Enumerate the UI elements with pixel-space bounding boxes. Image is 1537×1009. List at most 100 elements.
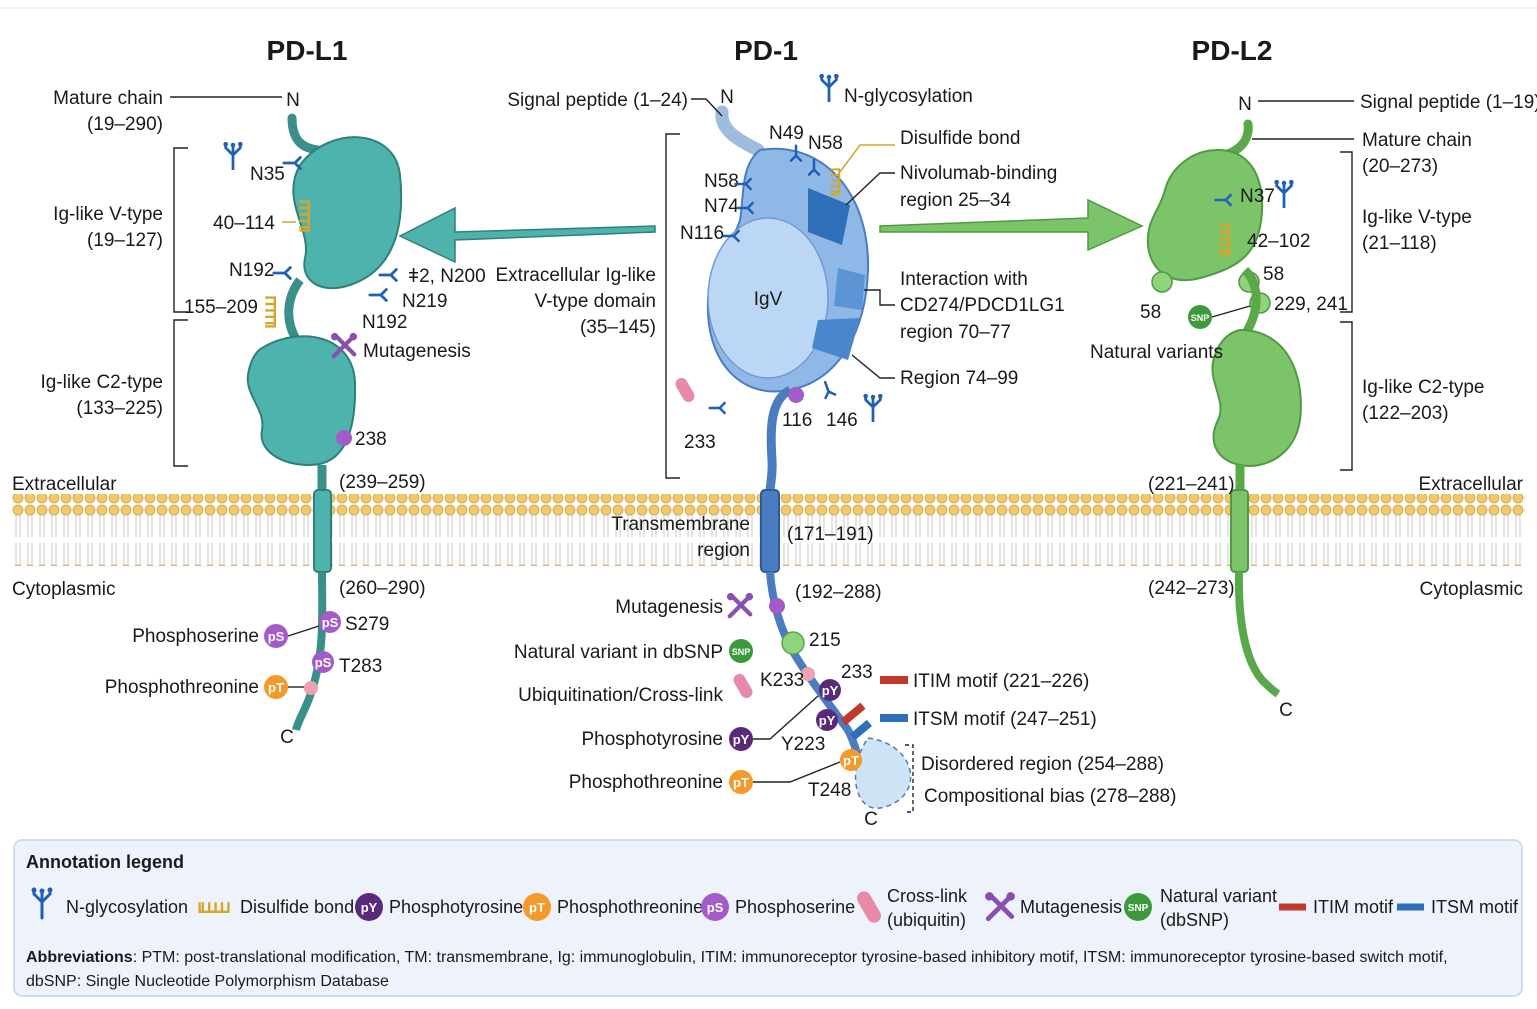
disulfide-bond-icon bbox=[263, 295, 277, 329]
pd1-tm-label-1: Transmembrane bbox=[611, 514, 750, 535]
svg-text:pS: pS bbox=[707, 900, 724, 915]
pdl1-cyto-range: (260–290) bbox=[339, 578, 426, 599]
pd1-y223: Y223 bbox=[781, 734, 825, 755]
pd1-mutagenesis-range: (192–288) bbox=[795, 582, 882, 603]
phosphothreonine-badge bbox=[523, 893, 551, 921]
svg-text:SNP: SNP bbox=[1128, 903, 1149, 914]
pd1-n49: N49 bbox=[769, 123, 804, 144]
glycosylation-icon bbox=[222, 142, 244, 170]
pdl2-58b: 58 bbox=[1140, 302, 1161, 323]
pd1-tm-segment bbox=[760, 489, 780, 573]
pdl1-ps-badge-t283 bbox=[312, 651, 334, 673]
glycosylation-icon bbox=[862, 394, 884, 422]
pdl2-igv-range: (21–118) bbox=[1362, 233, 1437, 254]
pd1-compbias-label: Compositional bias (278–288) bbox=[924, 786, 1176, 807]
pd1-n58a: N58 bbox=[808, 133, 843, 154]
pdl1-n192b: N192 bbox=[362, 312, 407, 333]
pd1-signal-peptide: Signal peptide (1–24) bbox=[507, 90, 688, 111]
pd1-site-116 bbox=[788, 387, 804, 403]
phosphothreonine-badge bbox=[729, 770, 753, 794]
pdl1-phosphothreonine-label: Phosphothreonine bbox=[105, 677, 259, 698]
pdl2-igc2-domain bbox=[1211, 328, 1302, 467]
pdl2-tm-segment bbox=[1230, 489, 1249, 573]
ubiquitin-icon bbox=[733, 673, 753, 699]
pdl1-protein bbox=[246, 113, 403, 732]
pdl2-title: PD-L2 bbox=[1192, 35, 1273, 66]
pdl2-mature-chain: Mature chain bbox=[1362, 130, 1472, 151]
cytoplasmic-label-left: Cytoplasmic bbox=[12, 579, 115, 600]
pdl1-mutagenesis: Mutagenesis bbox=[363, 341, 471, 362]
pd1-interaction-3: region 70–77 bbox=[900, 322, 1011, 343]
ubiquitin-icon bbox=[675, 377, 695, 403]
pd1-extracellular-domain-1: Extracellular Ig-like bbox=[496, 265, 657, 286]
pd1-k233: K233 bbox=[760, 670, 804, 691]
pdl1-site-238 bbox=[336, 430, 352, 446]
svg-text:pT: pT bbox=[843, 753, 859, 768]
pd1-interaction-2: CD274/PDCD1LG1 bbox=[900, 295, 1065, 316]
pdl2-n-terminus: N bbox=[1238, 94, 1252, 115]
pd1-snp-site-215 bbox=[781, 631, 805, 655]
pd1-n116: N116 bbox=[680, 223, 724, 244]
legend-phosphothreonine: Phosphothreonine bbox=[557, 897, 703, 917]
svg-text:pY: pY bbox=[822, 683, 839, 698]
phosphoserine-badge bbox=[701, 893, 729, 921]
pd1-itim-mark bbox=[840, 702, 866, 726]
legend-disulfide: Disulfide bond bbox=[240, 897, 354, 917]
glycosylation-site-icon bbox=[819, 379, 837, 400]
pd1-ubiq-site bbox=[801, 667, 815, 681]
legend-title: Annotation legend bbox=[26, 852, 184, 872]
pdl2-229-241: 229, 241 bbox=[1274, 294, 1348, 315]
pd1-t248: T248 bbox=[808, 780, 851, 801]
legend-glycosylation: N-glycosylation bbox=[66, 897, 188, 917]
phosphotyrosine-badge bbox=[729, 727, 753, 751]
pdl2-c-terminus: C bbox=[1279, 700, 1293, 721]
pd1-n-terminus: N bbox=[720, 87, 734, 108]
pd1-c-terminus: C bbox=[864, 809, 878, 830]
legend-phosphoserine: Phosphoserine bbox=[735, 897, 855, 917]
ubiquitin-icon bbox=[857, 891, 881, 923]
pdl1-t283: T283 bbox=[339, 656, 382, 677]
pd1-215-label: 215 bbox=[809, 630, 841, 651]
pdl1-igv-domain bbox=[292, 136, 403, 290]
pdl2-signal-peptide: Signal peptide (1–19) bbox=[1360, 92, 1537, 113]
pd1-mutagenesis-label: Mutagenesis bbox=[615, 597, 723, 618]
phosphothreonine-badge bbox=[264, 675, 288, 699]
pdl1-ps-badge-s279 bbox=[319, 611, 341, 633]
svg-text:pT: pT bbox=[268, 680, 284, 695]
pd1-n58b: N58 bbox=[704, 171, 739, 192]
pd1-itsm-label: ITSM motif (247–251) bbox=[913, 709, 1097, 730]
legend-natural-variant: Natural variant bbox=[1160, 886, 1277, 906]
annotation-legend-panel bbox=[13, 839, 1523, 997]
legend-itsm: ITSM motif bbox=[1431, 897, 1519, 917]
pd1-tm-range: (171–191) bbox=[787, 524, 874, 545]
pd1-disulfide-label: Disulfide bond bbox=[900, 128, 1020, 149]
pd1-region-74-99: Region 74–99 bbox=[900, 368, 1018, 389]
pd1-itim-label: ITIM motif (221–226) bbox=[913, 671, 1089, 692]
pdl1-c-terminus: C bbox=[280, 727, 294, 748]
pdl1-igc2-domain bbox=[246, 335, 357, 467]
pd1-tm-label-2: region bbox=[697, 540, 750, 561]
svg-text:SNP: SNP bbox=[1191, 313, 1210, 323]
svg-text:pY: pY bbox=[733, 732, 750, 747]
pd1-nglyc-label: N-glycosylation bbox=[844, 86, 973, 107]
pdl2-mature-range: (20–273) bbox=[1362, 156, 1438, 177]
pd1-233-label: 233 bbox=[684, 432, 716, 453]
arrow-to-pdl2 bbox=[879, 198, 1144, 252]
pdl1-mature-chain-range: (19–290) bbox=[87, 114, 163, 135]
pd1-disordered-label: Disordered region (254–288) bbox=[921, 754, 1164, 775]
pdl1-igc2-label: Ig-like C2-type bbox=[41, 372, 164, 393]
snp-badge bbox=[729, 639, 753, 663]
pd1-n74: N74 bbox=[704, 196, 739, 217]
glycosylation-icon bbox=[1273, 180, 1295, 208]
pdl1-n-terminus: N bbox=[286, 90, 300, 111]
pdl1-disulfide-40-114: 40–114 bbox=[213, 213, 275, 234]
pd1-ubiquitination-label: Ubiquitination/Cross-link bbox=[518, 685, 723, 706]
glycosylation-site-icon bbox=[282, 156, 302, 170]
abbreviations-text: : PTM: post-translational modification, … bbox=[133, 949, 1448, 966]
extracellular-label-left: Extracellular bbox=[12, 474, 117, 495]
pd1-py-badge-233 bbox=[819, 679, 841, 701]
extracellular-label-right: Extracellular bbox=[1418, 474, 1523, 495]
pd1-mutagenesis-site bbox=[769, 598, 785, 614]
